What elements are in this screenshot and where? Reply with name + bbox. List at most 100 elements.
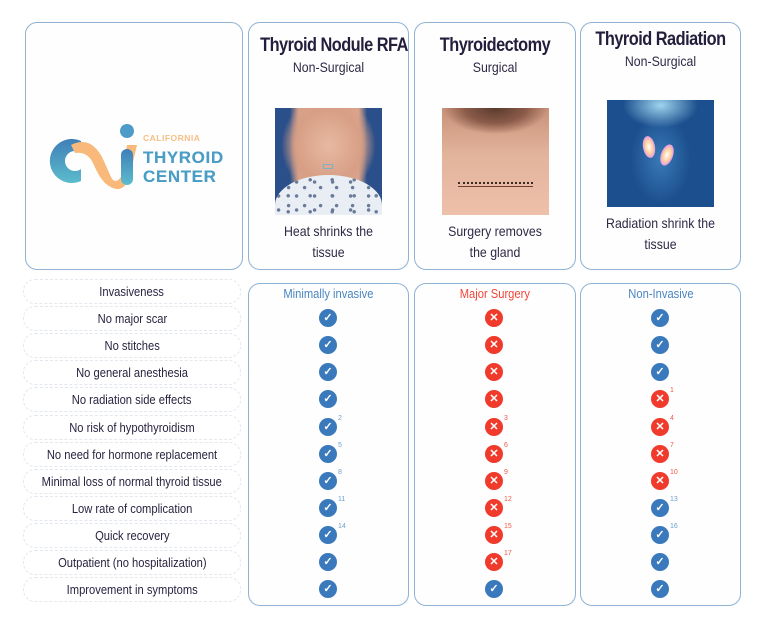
footnote-reference: 5 xyxy=(338,442,342,449)
row-label: Quick recovery xyxy=(23,523,241,548)
footnote-reference: 10 xyxy=(670,469,678,476)
column-subtitle: Non-Surgical xyxy=(624,53,697,69)
x-icon: ✕ xyxy=(485,445,503,463)
footnote-reference: 8 xyxy=(338,469,342,476)
check-icon: ✓ xyxy=(319,499,337,517)
x-icon: ✕ xyxy=(485,418,503,436)
check-icon: ✓ xyxy=(319,336,337,354)
row-label-text: No radiation side effects xyxy=(72,392,192,407)
description-line-2: tissue xyxy=(312,244,345,260)
header-card-rfa: Thyroid Nodule RFA Non-Surgical Heat shr… xyxy=(248,22,409,270)
description-line-1: Surgery removes xyxy=(448,223,542,239)
x-icon: ✕ xyxy=(485,526,503,544)
check-icon: ✓ xyxy=(319,309,337,327)
x-icon: ✕ xyxy=(485,363,503,381)
row-label: No major scar xyxy=(23,306,241,331)
row-label-text: Invasiveness xyxy=(99,284,165,299)
row-label: Minimal loss of normal thyroid tissue xyxy=(23,469,241,494)
footnote-reference: 7 xyxy=(670,442,674,449)
x-icon: ✕ xyxy=(485,472,503,490)
footnote-reference: 2 xyxy=(338,415,342,422)
row-label: No radiation side effects xyxy=(23,387,241,412)
column-subtitle: Surgical xyxy=(472,59,518,75)
header-card-radiation: Thyroid Radiation Non-Surgical Radiation… xyxy=(580,22,741,270)
thyroid-scan-image xyxy=(607,100,714,207)
footnote-reference: 15 xyxy=(504,523,512,530)
invasiveness-value: Minimally invasive xyxy=(283,286,374,301)
check-icon: ✓ xyxy=(319,472,337,490)
footnote-reference: 9 xyxy=(504,469,508,476)
footnote-reference: 11 xyxy=(338,496,346,503)
check-icon: ✓ xyxy=(319,526,337,544)
check-icon: ✓ xyxy=(651,499,669,517)
footnote-reference: 6 xyxy=(504,442,508,449)
row-label-text: Improvement in symptoms xyxy=(66,582,198,597)
check-icon: ✓ xyxy=(651,309,669,327)
logo-text-thyroid: THYROID xyxy=(143,148,224,167)
row-label: Low rate of complication xyxy=(23,496,241,521)
column-title: Thyroidectomy xyxy=(439,35,551,56)
footnote-reference: 16 xyxy=(670,523,678,530)
x-icon: ✕ xyxy=(651,390,669,408)
header-card-thyroidectomy: Thyroidectomy Surgical Surgery removes t… xyxy=(414,22,576,270)
row-label-text: Quick recovery xyxy=(94,528,170,543)
footnote-reference: 3 xyxy=(504,415,508,422)
footnote-reference: 12 xyxy=(504,496,512,503)
description-line-1: Heat shrinks the xyxy=(283,223,374,239)
row-label: Invasiveness xyxy=(23,279,241,304)
footnote-reference: 1 xyxy=(670,387,674,394)
row-label: Outpatient (no hospitalization) xyxy=(23,550,241,575)
column-description: Radiation shrink the tissue xyxy=(591,213,731,255)
description-line-2: tissue xyxy=(644,236,677,252)
check-icon: ✓ xyxy=(485,580,503,598)
row-label-text: Minimal loss of normal thyroid tissue xyxy=(41,474,223,489)
column-subtitle: Non-Surgical xyxy=(292,59,365,75)
row-label-text: No risk of hypothyroidism xyxy=(69,420,195,435)
row-label: No need for hormone replacement xyxy=(23,442,241,467)
row-label-text: No stitches xyxy=(104,338,160,353)
footnote-reference: 4 xyxy=(670,415,674,422)
check-icon: ✓ xyxy=(319,390,337,408)
check-icon: ✓ xyxy=(651,336,669,354)
row-label-text: Low rate of complication xyxy=(71,501,193,516)
x-icon: ✕ xyxy=(485,390,503,408)
check-icon: ✓ xyxy=(319,363,337,381)
row-label: No stitches xyxy=(23,333,241,358)
x-icon: ✕ xyxy=(651,472,669,490)
cvi-logo-mark-icon xyxy=(49,124,137,190)
check-icon: ✓ xyxy=(651,526,669,544)
x-icon: ✕ xyxy=(485,553,503,571)
check-icon: ✓ xyxy=(651,553,669,571)
footnote-reference: 14 xyxy=(338,523,346,530)
check-icon: ✓ xyxy=(319,445,337,463)
column-description: Heat shrinks the tissue xyxy=(259,221,399,263)
check-icon: ✓ xyxy=(319,418,337,436)
column-description: Surgery removes the gland xyxy=(425,221,566,263)
row-label-text: No general anesthesia xyxy=(76,365,188,380)
x-icon: ✕ xyxy=(485,309,503,327)
logo-card: CALIFORNIA THYROID CENTER xyxy=(25,22,243,270)
invasiveness-value: Non-Invasive xyxy=(627,286,694,301)
x-icon: ✕ xyxy=(485,499,503,517)
footnote-reference: 17 xyxy=(504,550,512,557)
check-icon: ✓ xyxy=(651,363,669,381)
check-icon: ✓ xyxy=(319,553,337,571)
row-label: Improvement in symptoms xyxy=(23,577,241,602)
invasiveness-value: Major Surgery xyxy=(459,286,531,301)
neck-after-rfa-photo xyxy=(275,108,382,215)
logo-text-center: CENTER xyxy=(143,167,224,186)
neck-stitched-scar-photo xyxy=(441,108,549,215)
row-label-text: No major scar xyxy=(97,311,167,326)
description-line-2: the gland xyxy=(469,244,521,260)
column-title: Thyroid Radiation xyxy=(595,29,726,50)
check-icon: ✓ xyxy=(651,580,669,598)
description-line-1: Radiation shrink the xyxy=(606,215,715,231)
check-icon: ✓ xyxy=(319,580,337,598)
footnote-reference: 13 xyxy=(670,496,678,503)
comparison-column-thyroidectomy: Major Surgery xyxy=(414,283,576,606)
row-label-text: Outpatient (no hospitalization) xyxy=(57,555,207,570)
column-title: Thyroid Nodule RFA xyxy=(260,35,408,56)
row-label: No risk of hypothyroidism xyxy=(23,415,241,440)
x-icon: ✕ xyxy=(485,336,503,354)
x-icon: ✕ xyxy=(651,418,669,436)
